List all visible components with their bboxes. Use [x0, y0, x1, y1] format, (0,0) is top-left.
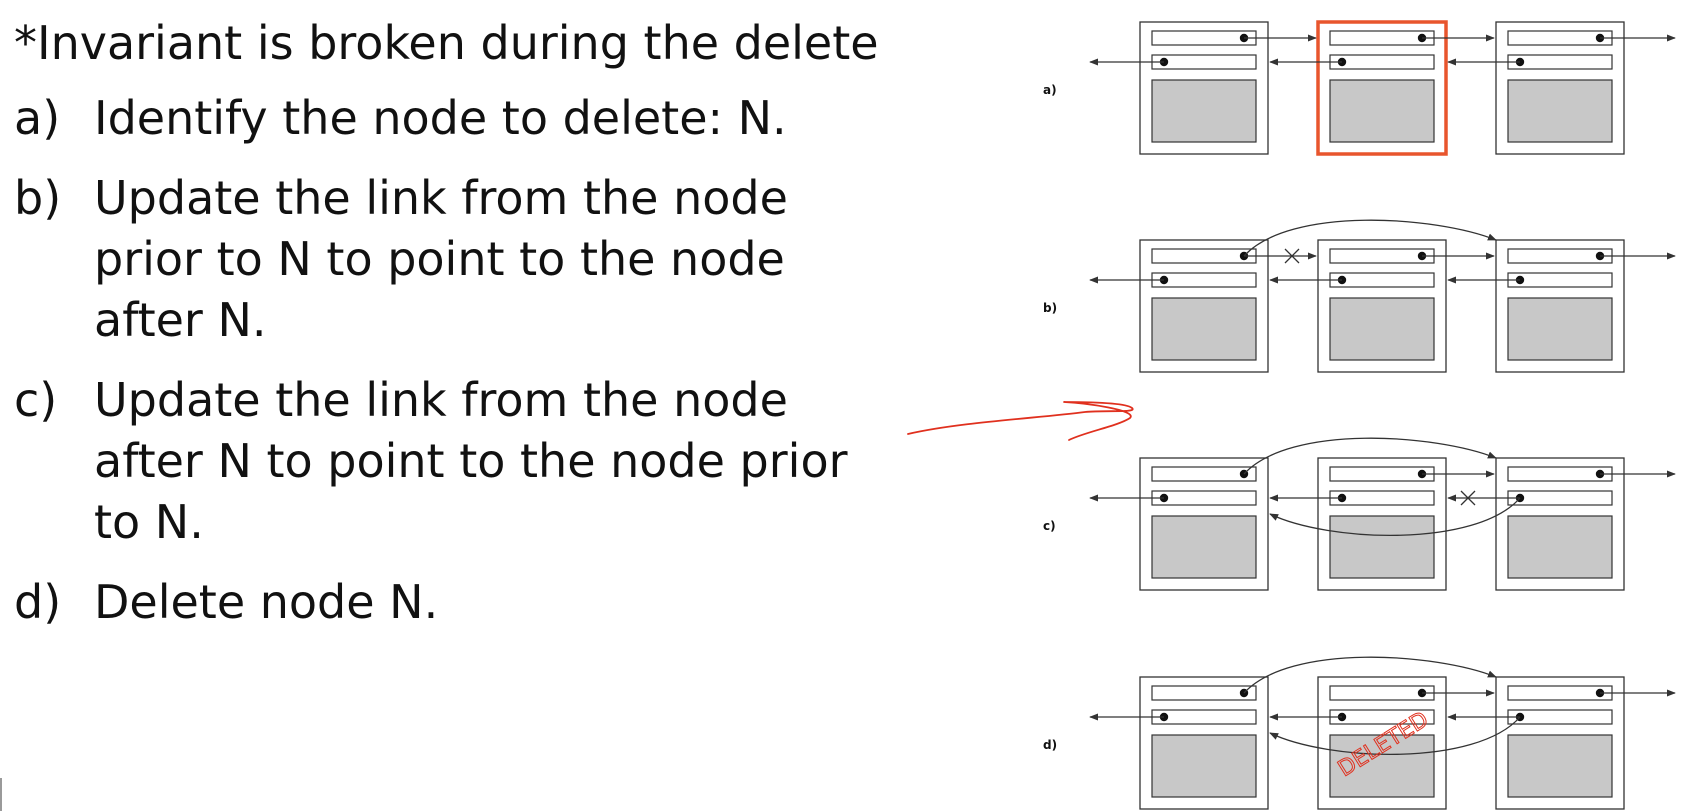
- step-a: a) Identify the node to delete: N.: [14, 88, 894, 149]
- panel-label: b): [1043, 301, 1057, 315]
- step-letter: c): [14, 373, 58, 427]
- step-letter: b): [14, 171, 62, 225]
- node-data-field: [1151, 515, 1257, 579]
- step-line: prior to N to point to the node: [94, 232, 785, 286]
- step-letter: a): [14, 91, 61, 145]
- node-data-field: [1151, 734, 1257, 798]
- cut-mark: [1460, 490, 1476, 506]
- diagram-panels: a) b) c) d)DELETED: [1043, 20, 1676, 810]
- diagram-panel: c): [1043, 437, 1676, 591]
- step-line: after N to point to the node prior: [94, 434, 848, 488]
- next-pointer-field: [1151, 466, 1257, 482]
- step-line: Identify the node to delete: N.: [94, 91, 787, 145]
- step-body: Delete node N.: [94, 572, 894, 633]
- node-data-field: [1507, 734, 1613, 798]
- step-line: Delete node N.: [94, 575, 439, 629]
- step-line: after N.: [94, 293, 267, 347]
- new-next-link-a-to-c: [1243, 437, 1497, 475]
- slide-heading: *Invariant is broken during the delete: [14, 16, 879, 70]
- panel-label: a): [1043, 83, 1057, 97]
- step-body: Update the link from the node after N to…: [94, 370, 894, 553]
- node-data-field: [1507, 297, 1613, 361]
- node-data-field: [1329, 734, 1435, 798]
- new-next-link-a-to-c: [1243, 656, 1497, 694]
- red-pen-arrow-annotation: [907, 401, 1134, 441]
- step-body: Identify the node to delete: N.: [94, 88, 894, 149]
- new-next-link-a-to-c: [1243, 219, 1497, 257]
- step-line: Update the link from the node: [94, 171, 788, 225]
- step-c: c) Update the link from the node after N…: [14, 370, 894, 553]
- slide-text: *Invariant is broken during the delete a…: [14, 8, 894, 652]
- new-prev-link-c-to-a: [1269, 497, 1521, 537]
- step-line: Update the link from the node: [94, 373, 788, 427]
- diagram-panel: b): [1043, 219, 1676, 373]
- node-data-field: [1507, 515, 1613, 579]
- node-data-field: [1507, 79, 1613, 143]
- diagram-panel: a): [1043, 20, 1676, 156]
- panel-label: d): [1043, 738, 1057, 752]
- step-b: b) Update the link from the node prior t…: [14, 168, 894, 351]
- new-prev-link-c-to-a: [1269, 716, 1521, 756]
- node-data-field: [1329, 515, 1435, 579]
- node-data-field: [1151, 79, 1257, 143]
- step-d: d) Delete node N.: [14, 572, 894, 633]
- step-body: Update the link from the node prior to N…: [94, 168, 894, 351]
- step-line: to N.: [94, 495, 204, 549]
- node-data-field: [1329, 79, 1435, 143]
- node-data-field: [1151, 297, 1257, 361]
- diagram-panel: d)DELETED: [1043, 656, 1676, 810]
- cut-mark: [1284, 248, 1300, 264]
- panel-label: c): [1043, 519, 1056, 533]
- next-pointer-field: [1151, 685, 1257, 701]
- slide-edge-mark: [0, 778, 2, 811]
- step-letter: d): [14, 575, 62, 629]
- node-data-field: [1329, 297, 1435, 361]
